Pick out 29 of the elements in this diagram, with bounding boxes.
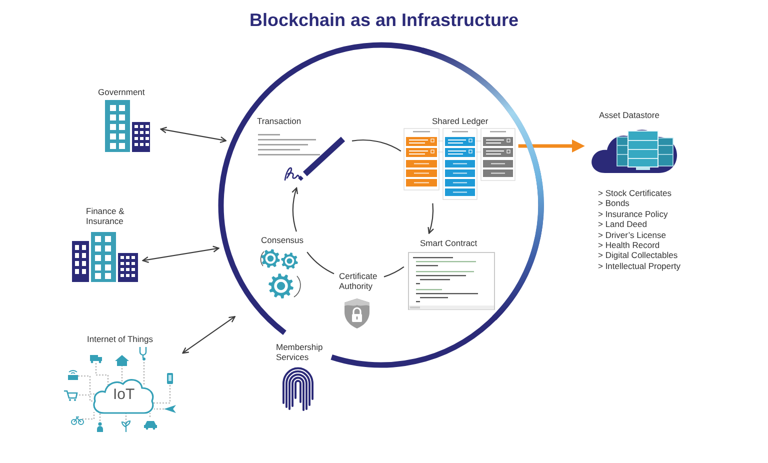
list-item: > Insurance Policy (598, 208, 668, 219)
arrow (182, 316, 236, 354)
arrow (427, 203, 434, 234)
node-label: Certificate Authority (339, 271, 378, 291)
arrow (518, 140, 585, 152)
node-label: Transaction (257, 116, 302, 126)
list-item: > Bonds (598, 198, 630, 208)
list-item: > Intellectual Property (598, 260, 680, 271)
node-label: Internet of Things (87, 334, 153, 344)
node-label: Consensus (261, 235, 304, 245)
arrow (160, 126, 227, 144)
connector-line (384, 266, 404, 278)
node-label: Shared Ledger (432, 116, 488, 126)
node-label: Government (98, 87, 145, 97)
node-label: Asset Datastore (599, 110, 660, 120)
connector-line (352, 140, 402, 152)
arrow (292, 187, 298, 232)
list-item: > Digital Collectables (598, 250, 678, 260)
list-item: > Health Record (598, 240, 660, 250)
node-label: Smart Contract (420, 238, 478, 248)
diagram-title: Blockchain as an Infrastructure (249, 9, 519, 32)
node-label: Finance & Insurance (86, 206, 126, 226)
list-item: > Land Deed (598, 219, 647, 230)
node-label: IoT (113, 385, 135, 404)
list-item: > Driver’s License (598, 230, 666, 240)
node-label: Membership Services (276, 342, 324, 362)
connector-line (306, 252, 334, 274)
list-item: > Stock Certificates (598, 188, 672, 198)
arrow (142, 246, 220, 264)
